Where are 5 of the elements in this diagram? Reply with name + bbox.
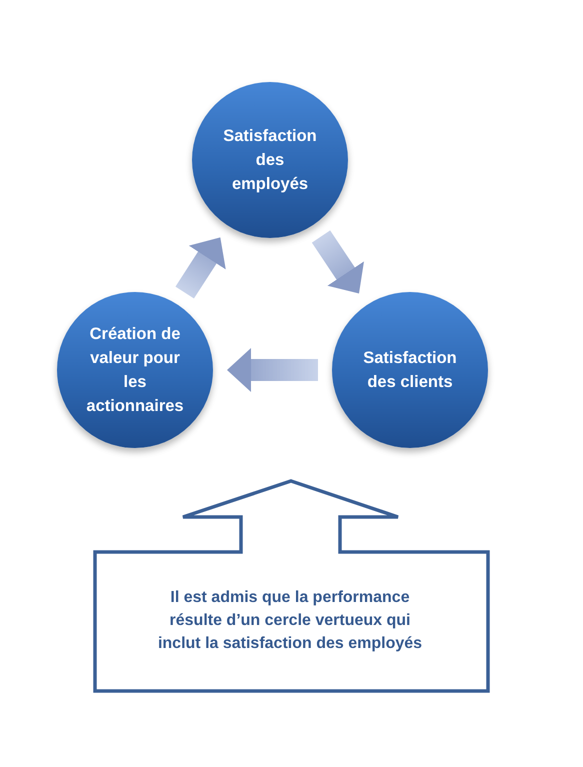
- block-arrow: [227, 348, 318, 392]
- callout-text: Il est admis que la performance résulte d’un cercle vertueux qui inclut la satisfaction des employés: [156, 588, 424, 654]
- stage-label: Satisfaction des clients: [362, 348, 458, 393]
- stage-label: Création de valeur pour les actionnaires: [85, 324, 185, 417]
- stage-label: Satisfaction des employés: [222, 126, 318, 195]
